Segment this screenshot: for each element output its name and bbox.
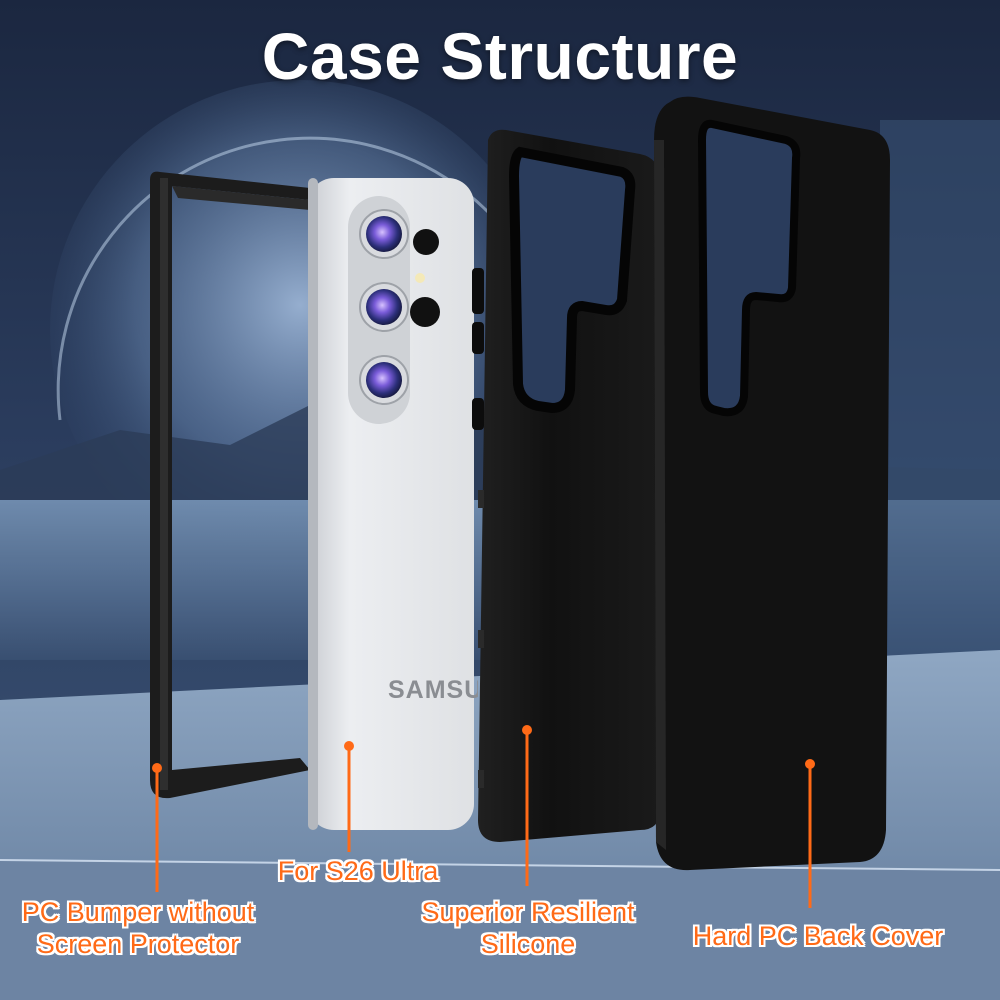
callout-bumper-line1: PC Bumper without [21, 897, 255, 927]
callout-cover: Hard PC Back Cover [680, 920, 956, 952]
camera-lens-3 [359, 355, 409, 405]
callout-silicone: Superior Resilient Silicone [410, 896, 646, 960]
pc-bumper-frame [150, 171, 310, 799]
leader-bumper [152, 763, 162, 892]
background-right-panel [880, 120, 1000, 680]
camera-flash [415, 273, 425, 283]
camera-sensor-2 [410, 297, 440, 327]
phone-brand-logo: SAMSUNG [388, 676, 478, 704]
phone-device [308, 178, 474, 830]
callout-bumper-line2: Screen Protector [36, 929, 240, 959]
leader-silicone [522, 725, 532, 886]
callout-leaders [152, 725, 815, 908]
leader-phone [344, 741, 354, 852]
silicone-case [472, 129, 660, 842]
platform-edge [0, 860, 1000, 1000]
callout-bumper: PC Bumper without Screen Protector [6, 896, 270, 960]
camera-sensor-1 [413, 229, 439, 255]
platform-edge-highlight [0, 859, 1000, 871]
callout-silicone-line1: Superior Resilient [421, 897, 635, 927]
camera-lens-2 [359, 282, 409, 332]
callout-cover-line1: Hard PC Back Cover [692, 921, 944, 951]
callout-phone-line1: For S26 Ultra [277, 856, 439, 886]
leader-cover [805, 759, 815, 908]
hard-pc-back-cover [654, 96, 890, 871]
camera-lens-1 [359, 209, 409, 259]
page-title: Case Structure [261, 19, 739, 93]
callout-phone: For S26 Ultra [268, 855, 448, 887]
callout-silicone-line2: Silicone [480, 929, 576, 959]
